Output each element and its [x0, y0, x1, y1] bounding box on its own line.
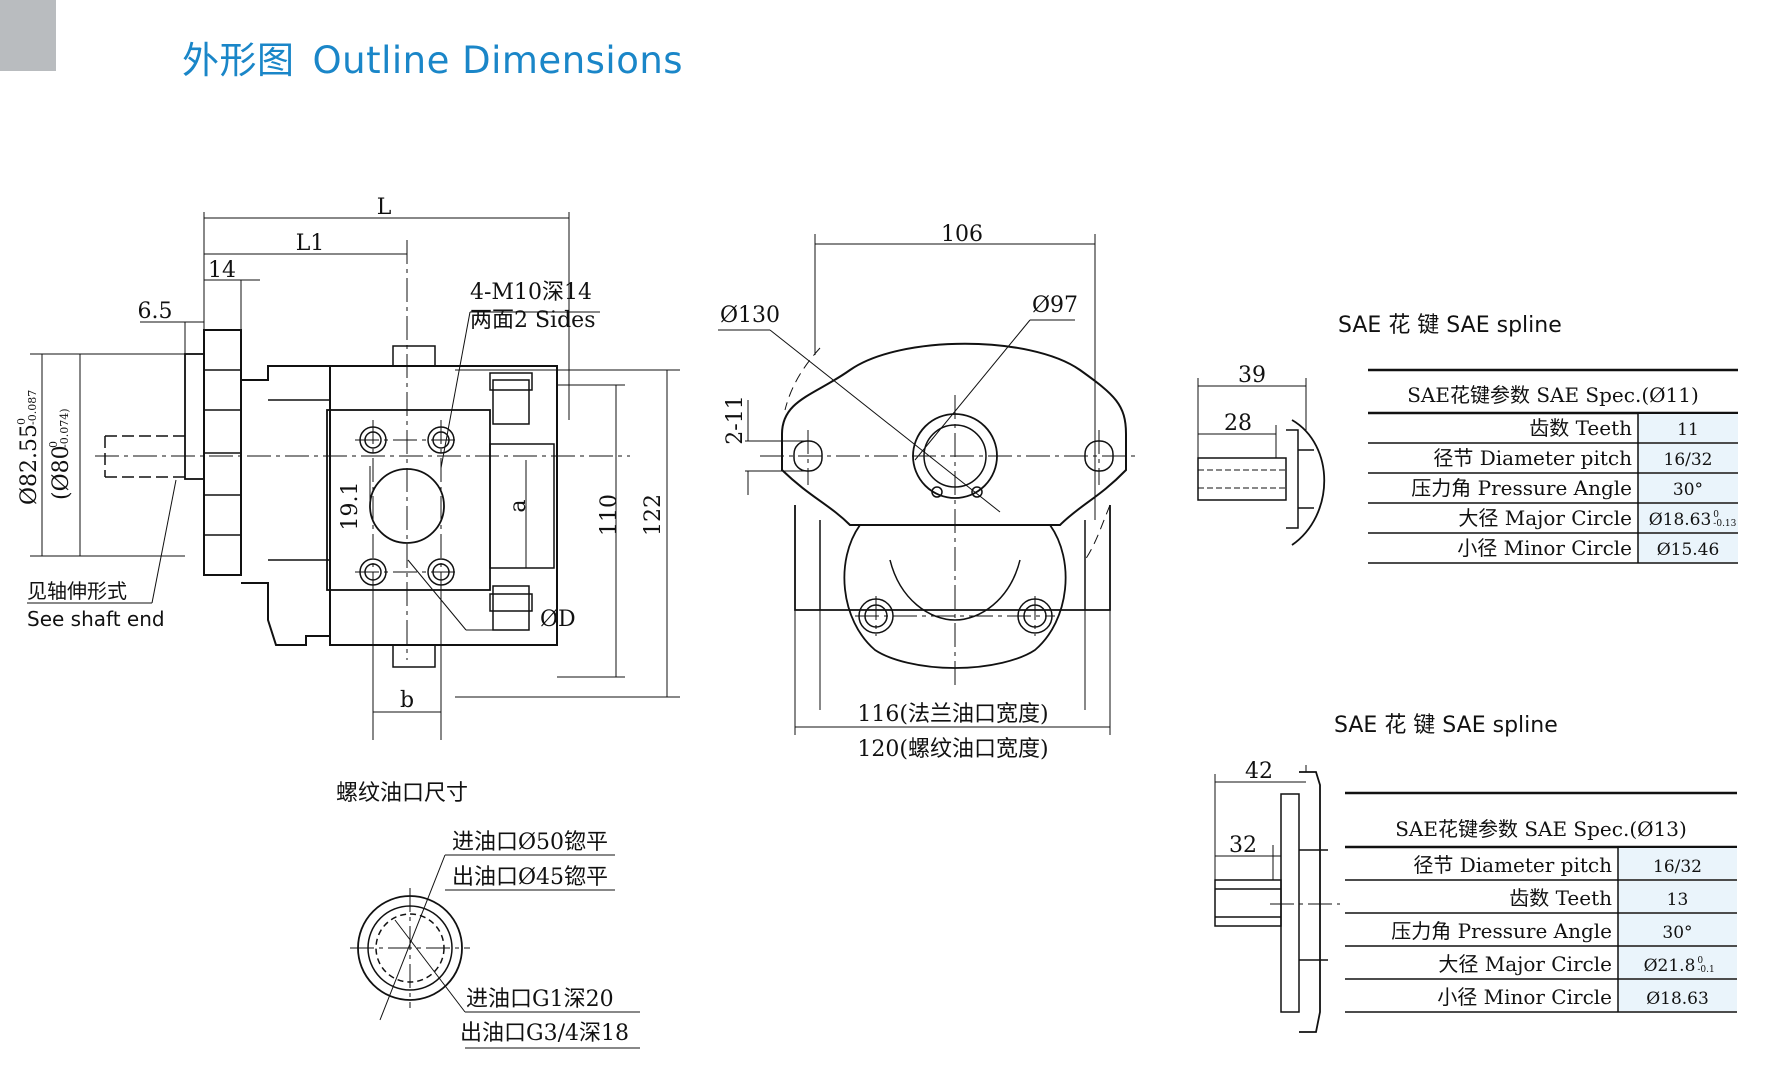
spline_13-table-value-cell: [1618, 848, 1737, 879]
spline_11-table-value-cell: [1638, 504, 1738, 532]
spline_11-table-value-cell: [1638, 474, 1738, 502]
spline_11-table-row-value: 16/32: [1664, 450, 1713, 470]
spline_13-table-row-label: 大径 Major Circle: [1438, 952, 1612, 976]
spline_13-table-row-value: Ø18.63: [1646, 989, 1709, 1009]
dim-116: 116(法兰油口宽度): [857, 702, 1048, 727]
spline_13-table-value-cell: [1618, 980, 1737, 1011]
dim-106: 106: [941, 222, 983, 247]
spline_11-table-row-value: Ø15.46: [1657, 540, 1720, 560]
spline_13-table-row-value: 16/32: [1653, 857, 1702, 877]
dim-a: a: [506, 499, 531, 512]
dim-L: L: [377, 195, 392, 220]
dim-2-11: 2-11: [723, 395, 748, 444]
spline_13-table-row-value: 30°: [1662, 923, 1692, 943]
dim-pilot-value: Ø82.55: [17, 424, 42, 505]
dim-14: 14: [208, 258, 236, 283]
shaft-note-en: See shaft end: [27, 607, 165, 631]
port-note-2: 出油口Ø45锪平: [452, 865, 608, 890]
dim-b: b: [400, 688, 414, 713]
spline-11-drawing: 39 28: [1197, 363, 1326, 546]
spline_11-table-value-cell: [1638, 534, 1738, 562]
spline_13-table-row-label: 径节 Diameter pitch: [1413, 853, 1612, 877]
spline_11-table-row-label: 压力角 Pressure Angle: [1411, 476, 1632, 500]
spline_13-table-row-tol-bot: -0.1: [1697, 965, 1714, 975]
spline_13-table-row-label: 压力角 Pressure Angle: [1391, 919, 1612, 943]
spline_11-table-row-label: 径节 Diameter pitch: [1433, 446, 1632, 470]
front-view: 106 Ø130 Ø97 2-11 116(法兰油口宽度) 120(螺纹油口宽度…: [718, 222, 1140, 762]
port-note-1: 进油口Ø50锪平: [452, 830, 608, 855]
dim-pilot-tol-top: 0: [15, 418, 28, 425]
spline_11-table-row-tol-bot: -0.13: [1713, 519, 1736, 529]
spline-13: SAE 花 键 SAE spline 42 32 SAE花键: [1214, 713, 1737, 1033]
dim-122: 122: [641, 494, 666, 536]
dim-19-1: 19.1: [338, 482, 363, 531]
dim-97: Ø97: [1032, 293, 1078, 318]
corner-tab: [0, 0, 56, 71]
front-view-dimensions: [718, 234, 1111, 735]
spline_11-table-row-label: 大径 Major Circle: [1458, 506, 1632, 530]
spline_13-table-value-cell: [1618, 947, 1737, 978]
spline-11: SAE 花 键 SAE spline 39 28 SAE花键参数 SAE Sp: [1197, 313, 1738, 564]
dim-pilot-alt-tol-top: 0: [47, 441, 60, 448]
spline_13-table-row-value: 13: [1667, 890, 1689, 910]
spline_13-table-value-cell: [1618, 881, 1737, 912]
dim-pilot-alt-value: (Ø80: [49, 445, 74, 500]
side-view: L L1 14 6.5 4-M10深14 两面2 Sides 19.1 a 11…: [15, 195, 680, 740]
spline_11-table-row-value: 11: [1677, 420, 1699, 440]
spline-13-drawing: 42 32: [1214, 759, 1340, 1033]
port-title: 螺纹油口尺寸: [336, 781, 468, 806]
dim-39: 39: [1238, 363, 1266, 388]
spline_11-table-value-cell: [1638, 444, 1738, 472]
spline_11-table-row-tol-top: 0: [1713, 510, 1719, 520]
spline-11-title: SAE 花 键 SAE spline: [1338, 313, 1562, 338]
spline_11-table-value-cell: [1638, 414, 1738, 442]
dim-28: 28: [1224, 411, 1252, 436]
page-title-zh: 外形图: [182, 39, 295, 82]
spline_13-table-row-label: 小径 Minor Circle: [1437, 985, 1612, 1009]
dim-L1: L1: [296, 231, 325, 256]
page-title: 外形图 Outline Dimensions: [182, 30, 683, 84]
dim-6-5: 6.5: [138, 299, 173, 324]
port-note-4: 出油口G3/4深18: [460, 1021, 629, 1046]
spline_13-table-header: SAE花键参数 SAE Spec.(Ø13): [1395, 817, 1687, 841]
side-view-body: [184, 329, 558, 668]
page-title-en: Outline Dimensions: [312, 39, 684, 82]
port-note-3: 进油口G1深20: [466, 987, 614, 1012]
dim-120: 120(螺纹油口宽度): [857, 737, 1048, 762]
port-view: 螺纹油口尺寸 进油口Ø50锪平 出油口Ø45锪平 进油口G1深20 出油口G3/…: [336, 781, 640, 1049]
front-view-dim-text: 106 Ø130 Ø97 2-11 116(法兰油口宽度) 120(螺纹油口宽度…: [720, 222, 1078, 762]
dim-42: 42: [1245, 759, 1273, 784]
dim-D: ØD: [540, 607, 576, 632]
side-view-dimensions: [27, 212, 680, 740]
thread-note-2: 两面2 Sides: [470, 308, 596, 333]
front-view-centerlines: [760, 347, 1140, 690]
dim-pilot-tol-bot: -0.087: [26, 390, 39, 425]
spline_11-table-row-value: Ø18.63: [1649, 510, 1712, 530]
spline-13-table: SAE花键参数 SAE Spec.(Ø13) 径节 Diameter pitch 1…: [1345, 791, 1737, 1013]
spline_11-table-row-label: 齿数 Teeth: [1529, 416, 1632, 440]
dim-pilot: Ø82.55 0 -0.087: [15, 390, 42, 505]
spline_13-table-value-cell: [1618, 914, 1737, 945]
spline-11-table: SAE花键参数 SAE Spec.(Ø11) 齿数 Teeth 11 径节 Diame…: [1368, 368, 1738, 564]
dim-pilot-alt: (Ø80 0 -0.074): [47, 409, 74, 501]
shaft-note-zh: 见轴伸形式: [27, 579, 127, 603]
spline_11-table-row-label: 小径 Minor Circle: [1457, 536, 1632, 560]
spline-13-title: SAE 花 键 SAE spline: [1334, 713, 1558, 738]
side-view-centerlines: [95, 240, 630, 660]
side-view-dim-text: L L1 14 6.5 4-M10深14 两面2 Sides 19.1 a 11…: [15, 195, 666, 713]
dim-130: Ø130: [720, 303, 780, 328]
front-view-body: [781, 342, 1127, 669]
spline_11-table-header: SAE花键参数 SAE Spec.(Ø11): [1407, 383, 1699, 407]
thread-note-1: 4-M10深14: [470, 280, 592, 305]
spline_13-table-row-value: Ø21.8: [1644, 956, 1696, 976]
dim-pilot-alt-tol-bot: -0.074): [58, 409, 71, 449]
dim-110: 110: [597, 494, 622, 536]
spline_13-table-row-label: 齿数 Teeth: [1509, 886, 1612, 910]
dim-32: 32: [1229, 833, 1257, 858]
spline_11-table-row-value: 30°: [1673, 480, 1703, 500]
spline_13-table-row-tol-top: 0: [1697, 956, 1703, 966]
